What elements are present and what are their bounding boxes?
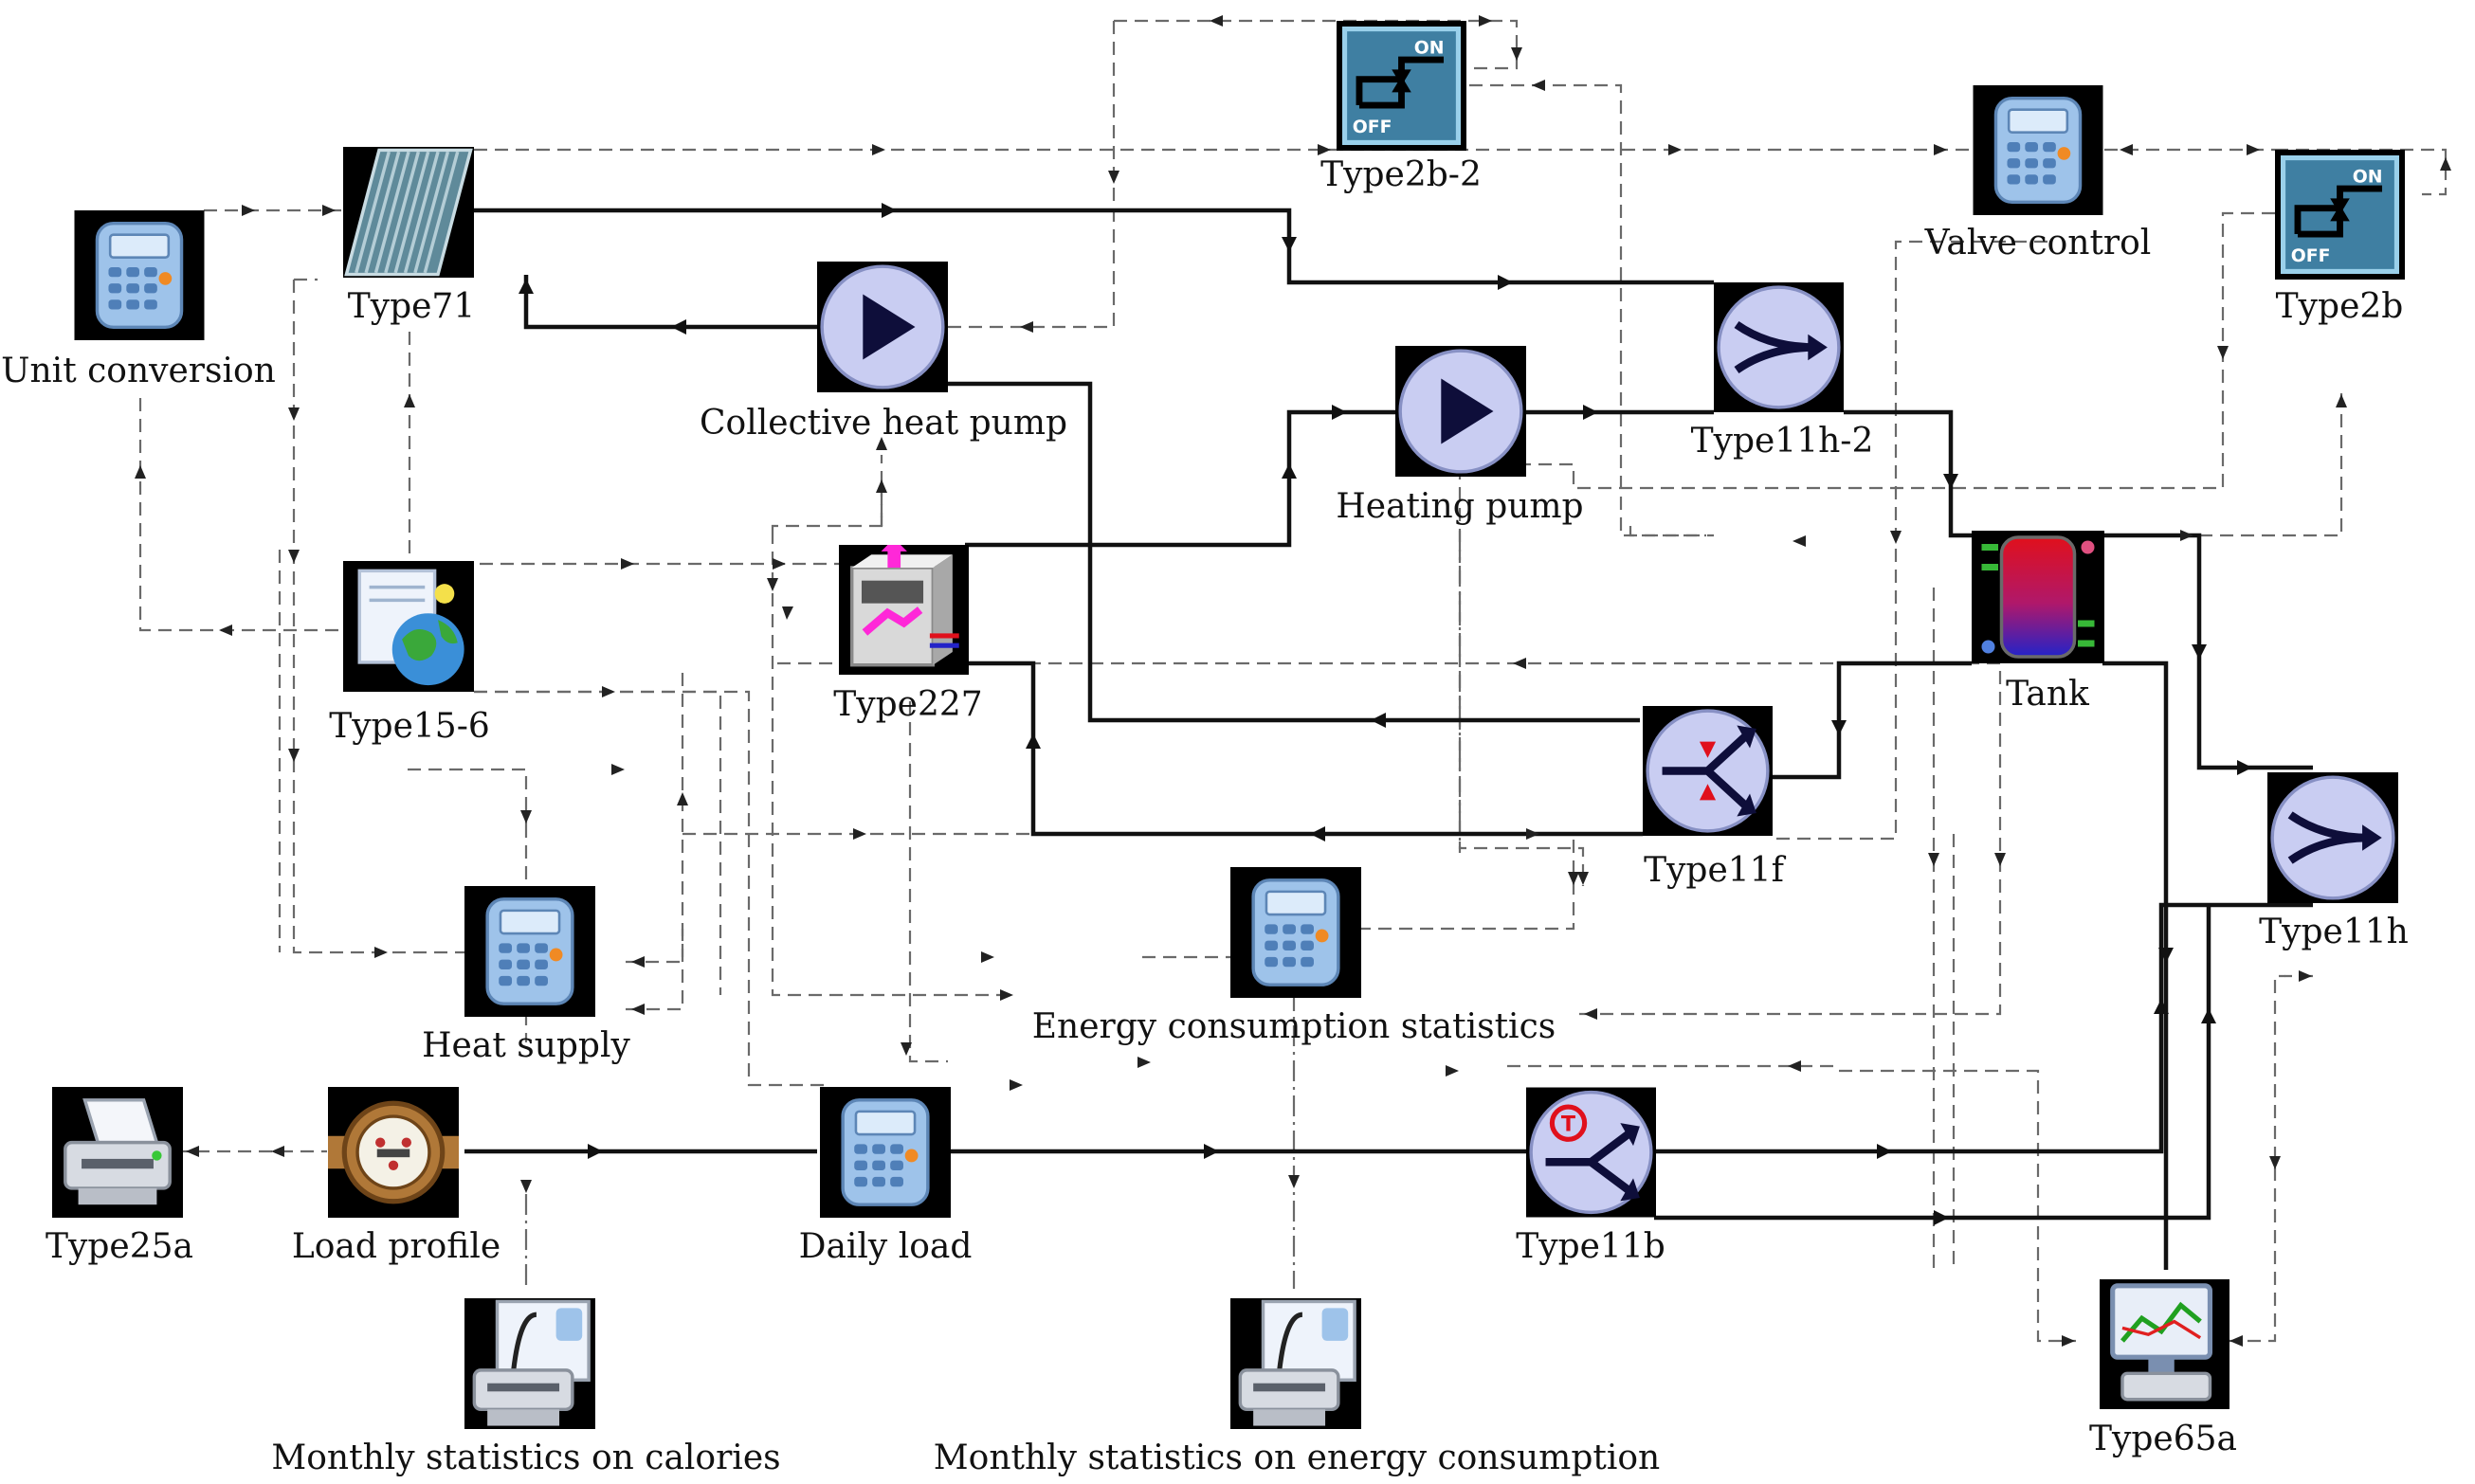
online-plotter-icon — [2100, 1279, 2229, 1409]
component-label: Heat supply — [422, 1026, 630, 1065]
component-label: Type11b — [1516, 1227, 1665, 1266]
calculator-icon — [1230, 867, 1361, 998]
component-monthly-statistics-calories[interactable]: Monthly statistics on calories — [271, 1298, 781, 1477]
mixer-icon — [1714, 282, 1844, 412]
component-label: Type15-6 — [329, 707, 490, 746]
control-connections — [138, 19, 2448, 1343]
water-meter-icon — [328, 1087, 459, 1218]
component-type227[interactable]: Type227 — [833, 538, 983, 724]
component-type11b[interactable]: Type11b — [1516, 1088, 1665, 1267]
component-heating-pump[interactable]: Heating pump — [1336, 346, 1584, 526]
component-type71[interactable]: Type71 — [343, 147, 475, 326]
calculator-icon — [464, 886, 595, 1017]
component-type11h[interactable]: Type11h — [2259, 772, 2409, 951]
component-tank[interactable]: Tank — [1972, 531, 2104, 714]
component-label: Load profile — [292, 1227, 500, 1266]
solar-collector-icon — [343, 147, 474, 278]
component-label: Type11h-2 — [1691, 422, 1874, 461]
component-label: Type11f — [1644, 851, 1787, 890]
weather-data-icon — [343, 561, 474, 692]
calculator-icon — [820, 1087, 951, 1218]
pump-icon — [817, 262, 948, 392]
component-label: Type25a — [45, 1227, 193, 1266]
component-label: Daily load — [799, 1227, 973, 1266]
component-label: Type2b-2 — [1320, 155, 1482, 194]
component-collective-heat-pump[interactable]: Collective heat pump — [700, 262, 1067, 443]
component-label: Monthly statistics on calories — [271, 1439, 780, 1477]
component-heat-supply[interactable]: Heat supply — [422, 886, 630, 1065]
component-type11f[interactable]: Type11f — [1643, 706, 1787, 890]
heat-pump-unit-icon — [839, 538, 969, 675]
component-type2b[interactable]: Type2b — [2275, 150, 2405, 326]
component-label: Unit conversion — [1, 352, 276, 390]
fluid-connections — [464, 208, 2313, 1270]
component-load-profile[interactable]: Load profile — [292, 1087, 500, 1266]
on-off-controller-icon — [2275, 150, 2405, 280]
component-energy-consumption-statistics[interactable]: Energy consumption statistics — [1032, 867, 1556, 1046]
integrator-printer-icon — [1230, 1298, 1361, 1429]
pump-icon — [1395, 346, 1526, 477]
component-type11h-2[interactable]: Type11h-2 — [1691, 282, 1874, 461]
component-type15-6[interactable]: Type15-6 — [329, 561, 490, 746]
component-type25a[interactable]: Type25a — [45, 1087, 193, 1266]
printer-icon — [52, 1087, 183, 1218]
flow-diverter-icon — [1643, 706, 1773, 836]
component-label: Tank — [2006, 675, 2090, 714]
calculator-icon — [1972, 85, 2104, 215]
component-monthly-statistics-energy[interactable]: Monthly statistics on energy consumption — [934, 1298, 1660, 1477]
component-label: Type11h — [2259, 913, 2409, 951]
component-daily-load[interactable]: Daily load — [799, 1087, 973, 1266]
component-type2b-2[interactable]: Type2b-2 — [1320, 21, 1482, 194]
component-label: Type227 — [833, 685, 982, 724]
integrator-printer-icon — [464, 1298, 595, 1429]
component-label: Heating pump — [1336, 487, 1583, 526]
component-label: Type71 — [348, 287, 476, 326]
mixer-icon — [2267, 772, 2398, 903]
component-label: Collective heat pump — [700, 404, 1067, 443]
component-unit-conversion[interactable]: Unit conversion — [1, 210, 276, 390]
component-label: Energy consumption statistics — [1032, 1007, 1556, 1046]
on-off-controller-icon — [1337, 21, 1466, 151]
storage-tank-icon — [1972, 531, 2104, 663]
tempering-valve-icon — [1526, 1088, 1656, 1218]
component-valve-control[interactable]: Valve control — [1924, 85, 2152, 262]
calculator-icon — [74, 210, 205, 340]
component-type65a[interactable]: Type65a — [2089, 1279, 2237, 1458]
component-label: Type65a — [2089, 1420, 2237, 1458]
component-label: Monthly statistics on energy consumption — [934, 1439, 1660, 1477]
component-label: Type2b — [2276, 287, 2404, 326]
component-label: Valve control — [1924, 224, 2152, 262]
